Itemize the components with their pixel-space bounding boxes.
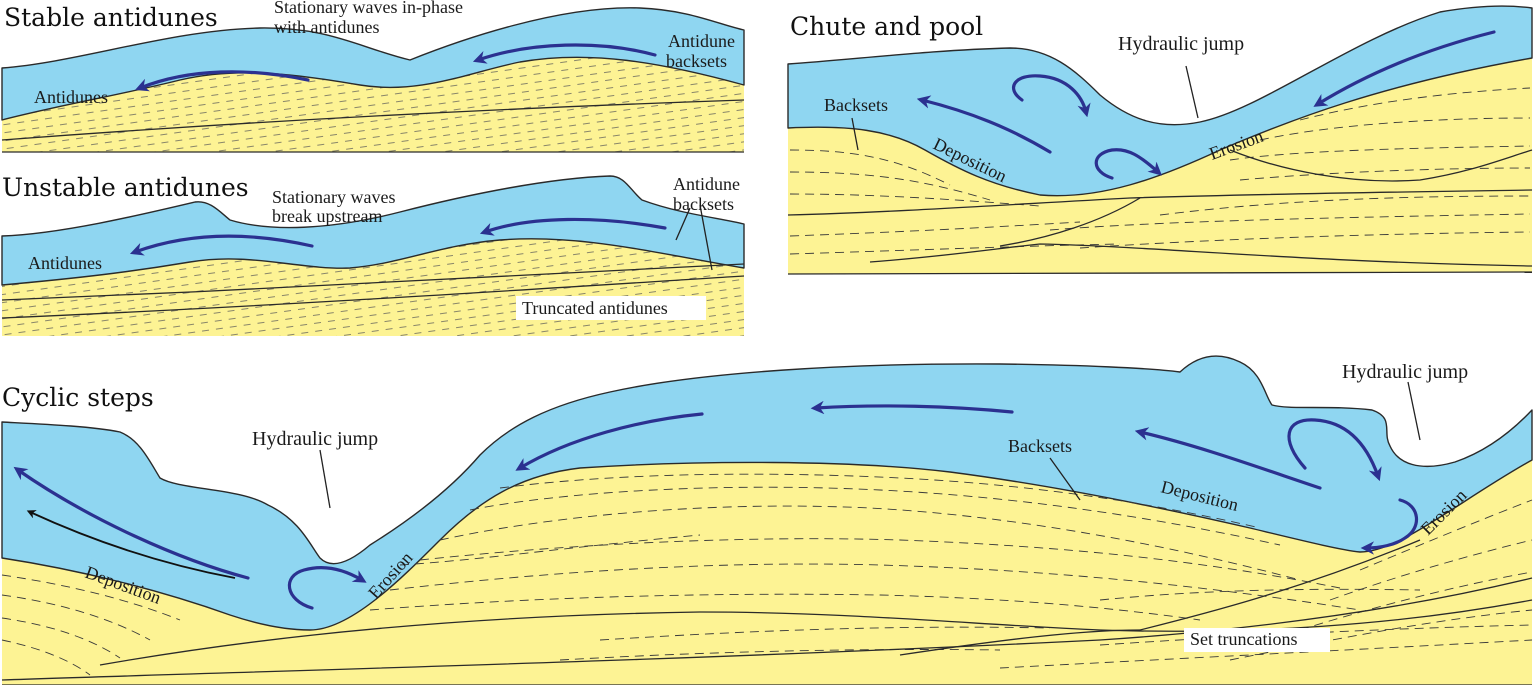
cyclic-flow-arrow-4: [1134, 427, 1322, 490]
unstable-flow-arrow-2: [479, 217, 667, 236]
chute-water: [787, 5, 1533, 197]
cyclic-eddy-arrow-right-1: [1287, 418, 1382, 482]
chute-flow-arrow-2: [1313, 30, 1496, 107]
chute-jump-label: Hydraulic jump: [1118, 33, 1244, 55]
unstable-note-line1: Stationary waves: [272, 187, 395, 207]
unstable-backsets-line1: Antidune: [673, 174, 740, 194]
chute-title: Chute and pool: [790, 12, 983, 41]
chute-dashes: [789, 87, 1531, 255]
cyclic-set-truncations-label: Set truncations: [1190, 629, 1297, 649]
unstable-antidunes-label: Antidunes: [28, 253, 102, 273]
unstable-note-line2: break upstream: [272, 206, 382, 226]
chute-sand: [788, 58, 1532, 274]
cyclic-title: Cyclic steps: [2, 383, 154, 412]
cyclic-flow-arrow-3: [810, 400, 1014, 415]
cyclic-jump-right-label: Hydraulic jump: [1342, 361, 1468, 383]
unstable-antidunes-panel: Unstable antidunes Stationary waves brea…: [1, 173, 745, 336]
chute-and-pool-panel: Chute and pool Hydraulic jump Backsets D…: [787, 5, 1533, 275]
unstable-water: [1, 175, 745, 286]
stable-title: Stable antidunes: [4, 3, 218, 32]
stable-backsets-line1: Antidune: [668, 31, 735, 51]
stable-flow-arrow-2: [472, 43, 657, 64]
cyclic-eddy-arrow-right-2: [1360, 498, 1418, 555]
unstable-truncated-label: Truncated antidunes: [522, 298, 668, 318]
cyclic-eddy-arrow-left: [287, 566, 367, 610]
stable-note-line2: with antidunes: [274, 17, 380, 37]
stable-flow-arrow-1: [135, 70, 310, 92]
cyclic-sand: [2, 460, 1532, 685]
unstable-backsets-line2: backsets: [673, 194, 734, 214]
chute-eddy-arrow-1: [1012, 74, 1091, 118]
cyclic-steps-panel: Cyclic steps Hydraulic jump Hydraulic ju…: [1, 355, 1533, 685]
cyclic-flow-arrow-black: [26, 510, 236, 579]
unstable-flow-arrow-1: [129, 234, 314, 256]
chute-eddy-arrow-2: [1094, 148, 1163, 180]
chute-backsets-label: Backsets: [824, 95, 888, 115]
cyclic-backsets-label: Backsets: [1008, 436, 1072, 456]
cyclic-jump-left-label: Hydraulic jump: [252, 428, 378, 450]
cyclic-dashes: [1, 473, 1533, 676]
cyclic-water: [1, 355, 1533, 631]
stable-antidunes-panel: Stable antidunes Stationary waves in-pha…: [1, 0, 745, 153]
stable-note-line1: Stationary waves in-phase: [274, 0, 463, 17]
stable-antidunes-label: Antidunes: [34, 87, 108, 107]
unstable-title: Unstable antidunes: [2, 173, 249, 202]
stable-backsets-line2: backsets: [666, 51, 727, 71]
cyclic-flow-arrow-main-1: [13, 466, 250, 580]
cyclic-flow-arrow-2: [515, 412, 704, 471]
chute-flow-arrow-1: [916, 95, 1052, 154]
